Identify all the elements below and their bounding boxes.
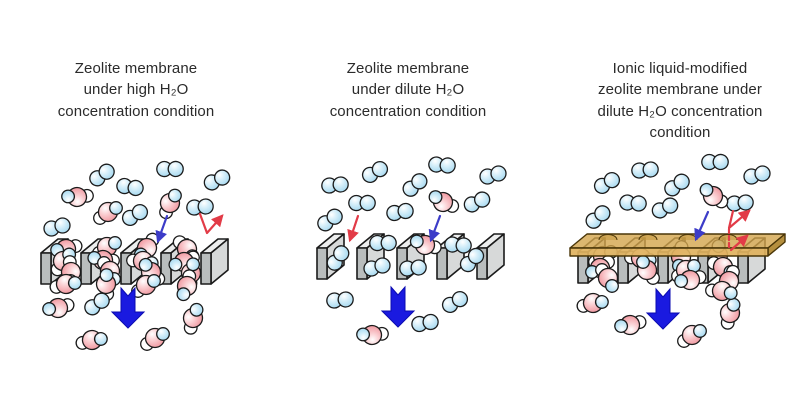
- solute-molecule: [321, 176, 349, 194]
- solute-molecule: [463, 191, 491, 213]
- water-molecule: [705, 280, 738, 302]
- solute-molecule: [363, 257, 391, 277]
- water-molecule: [699, 182, 729, 209]
- flux-arrow: [380, 285, 416, 328]
- membrane-block: [200, 238, 229, 285]
- panel-title-ionic-liquid: Ionic liquid-modified zeolite membrane u…: [597, 60, 763, 141]
- water-molecule: [428, 190, 460, 213]
- solute-molecule: [459, 247, 485, 273]
- water-molecule: [719, 297, 741, 330]
- solute-molecule: [348, 194, 376, 212]
- panel-ionic-liquid: [569, 153, 786, 348]
- water-molecule: [140, 327, 170, 351]
- panel-dilute-h2o: [316, 156, 507, 346]
- solute-molecule: [743, 165, 771, 185]
- solute-molecule: [631, 161, 659, 179]
- solute-molecule: [664, 173, 690, 197]
- solute-molecule: [84, 292, 110, 316]
- solute-molecule: [441, 290, 469, 314]
- water-molecule: [674, 269, 707, 291]
- water-molecule: [95, 268, 117, 301]
- ionic-liquid-layer: [569, 233, 786, 257]
- permeate-arrow: [694, 210, 710, 242]
- solute-molecule: [726, 194, 754, 212]
- solute-molecule: [651, 197, 679, 219]
- solute-molecule: [203, 169, 231, 191]
- water-molecule: [131, 274, 161, 298]
- water-molecule: [49, 273, 82, 295]
- solute-molecule: [121, 203, 149, 227]
- panel-title-dilute-h2o: Zeolite membrane under dilute H₂O concen…: [329, 60, 487, 120]
- water-molecule: [75, 329, 108, 351]
- solute-molecule: [369, 234, 397, 252]
- solute-molecule: [326, 245, 350, 271]
- solute-molecule: [402, 173, 428, 197]
- solute-molecule: [411, 313, 439, 333]
- solute-molecule: [593, 171, 621, 195]
- solute-molecule: [701, 153, 729, 171]
- solute-molecule: [444, 236, 472, 254]
- panel-title-high-h2o: Zeolite membrane under high H₂O concentr…: [57, 60, 215, 120]
- reject-arrow: [727, 209, 751, 230]
- solute-molecule: [619, 194, 647, 212]
- solute-molecule: [479, 165, 507, 185]
- panel-high-h2o: [40, 160, 231, 351]
- water-molecule: [614, 314, 647, 336]
- permeate-arrow: [155, 214, 169, 244]
- solute-molecule: [317, 208, 343, 232]
- solute-molecule: [585, 205, 611, 229]
- water-molecule: [93, 201, 123, 225]
- reject-arrow: [198, 212, 224, 235]
- reject-arrow: [347, 214, 360, 243]
- water-molecule: [176, 269, 198, 302]
- water-molecule: [159, 188, 182, 220]
- solute-molecule: [326, 291, 354, 309]
- solute-molecule: [43, 217, 71, 237]
- flux-arrow: [645, 287, 681, 330]
- solute-molecule: [399, 259, 427, 277]
- reject-arrow: [729, 234, 749, 252]
- solute-molecule: [186, 198, 214, 216]
- water-molecule: [595, 263, 619, 293]
- solute-molecule: [361, 160, 389, 184]
- solute-molecule: [156, 160, 184, 178]
- water-molecule: [636, 255, 660, 285]
- flux-arrow: [110, 286, 146, 329]
- water-molecule: [61, 186, 94, 208]
- solute-molecule: [116, 177, 144, 197]
- water-molecule: [42, 297, 75, 319]
- permeate-arrow: [428, 214, 442, 243]
- water-molecule: [677, 324, 707, 348]
- solute-molecule: [89, 163, 115, 187]
- water-molecule: [182, 302, 204, 335]
- water-molecule: [356, 324, 389, 346]
- solute-molecule: [428, 156, 456, 174]
- water-molecule: [576, 292, 609, 314]
- solute-molecule: [386, 202, 414, 222]
